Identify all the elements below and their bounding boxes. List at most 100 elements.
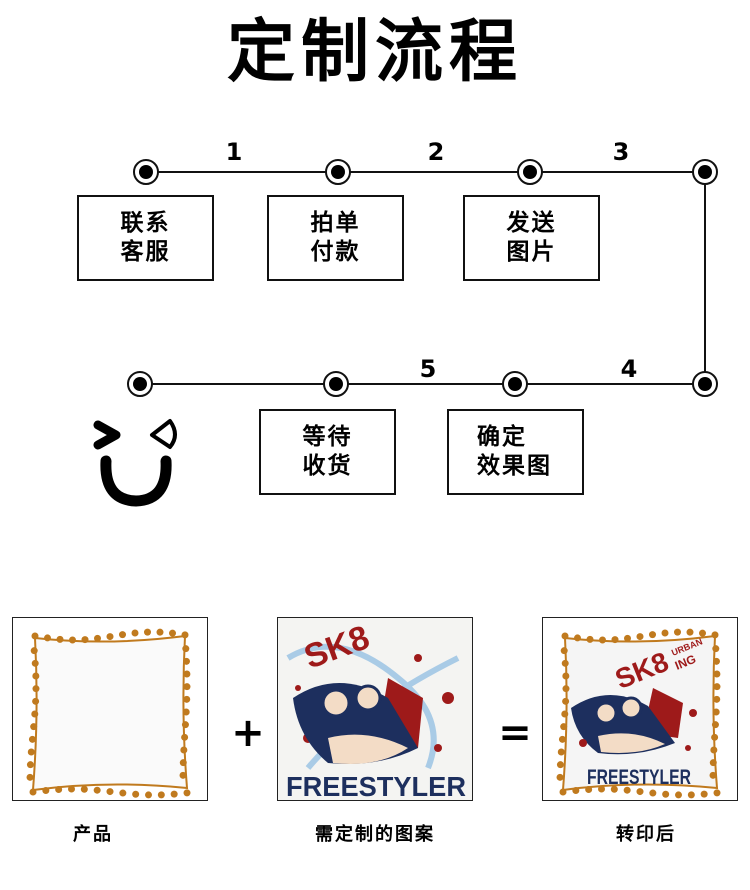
pompom <box>106 633 114 641</box>
pompom <box>557 748 565 756</box>
pompom <box>28 735 36 743</box>
route-node <box>323 371 349 397</box>
pompom <box>713 683 721 691</box>
step-number-5: 5 <box>419 355 437 383</box>
pompom <box>560 723 568 731</box>
step-number-4: 4 <box>620 355 638 383</box>
pompom <box>699 629 706 637</box>
pompom <box>712 657 720 665</box>
artwork-text-freestyler: FREESTYLER <box>587 766 691 789</box>
pompom <box>94 634 101 642</box>
step-label: 发送 <box>506 210 557 236</box>
step-label: 收货 <box>302 453 353 479</box>
pompom <box>55 785 63 793</box>
pompom <box>610 785 618 793</box>
pompom <box>711 721 719 729</box>
pompom <box>713 695 721 703</box>
pompom <box>574 634 581 642</box>
pompom <box>69 636 76 644</box>
pompom <box>56 635 64 643</box>
pompom <box>623 786 631 794</box>
route-line-right <box>704 172 706 384</box>
step-number-2: 2 <box>427 138 445 166</box>
pompom <box>556 773 564 781</box>
route-line-top <box>146 171 706 173</box>
pompom <box>81 636 89 644</box>
route-node <box>127 371 153 397</box>
pompom <box>611 636 619 644</box>
route-node <box>325 159 351 185</box>
pompom <box>106 788 114 796</box>
pompom <box>157 791 165 799</box>
pompom <box>32 672 40 680</box>
pompom <box>599 636 606 644</box>
step-box-order-pay: 拍单 付款 <box>267 195 404 281</box>
pompom <box>32 685 40 693</box>
pompom <box>183 683 191 691</box>
pompom <box>181 721 189 729</box>
pompom <box>559 788 567 796</box>
pompom <box>29 788 37 796</box>
step-label: 客服 <box>120 239 171 265</box>
pompom <box>30 647 38 655</box>
pompom <box>556 761 564 769</box>
pompom <box>170 790 178 798</box>
pompom <box>561 659 569 667</box>
step-box-await-delivery: 等待 收货 <box>259 409 396 495</box>
pompom <box>144 628 151 636</box>
step-number-3: 3 <box>612 138 630 166</box>
pompom <box>675 791 682 799</box>
design-pattern-image: SK8 FREESTYLER <box>277 617 473 801</box>
pompom <box>572 787 580 795</box>
pompom <box>26 761 34 769</box>
pompom <box>713 789 721 797</box>
smiley-face-icon <box>93 419 177 507</box>
pompom <box>181 631 189 639</box>
step-label: 图片 <box>506 239 557 265</box>
printed-pillow-image: SK8 URBAN ING FREESTYLER <box>542 617 738 801</box>
step-box-confirm-preview: 确定 效果图 <box>447 409 584 495</box>
pompom <box>562 685 570 693</box>
pompom <box>119 631 126 639</box>
pompom <box>181 733 189 741</box>
artwork-text-freestyler: FREESTYLER <box>286 771 466 801</box>
pompom <box>649 631 656 639</box>
pompom <box>661 629 669 637</box>
pompom <box>80 785 88 793</box>
caption-after-transfer: 转印后 <box>616 824 676 845</box>
route-node <box>502 371 528 397</box>
caption-custom-pattern: 需定制的图案 <box>315 824 435 845</box>
route-node <box>692 159 718 185</box>
pompom <box>649 789 657 797</box>
pompom <box>132 790 140 798</box>
step-label: 确定 <box>477 424 527 450</box>
page-title: 定制流程 <box>226 13 523 92</box>
equals-sign: = <box>498 710 532 756</box>
pompom <box>598 785 605 793</box>
route-line-bottom <box>140 383 706 385</box>
pompom <box>624 634 631 642</box>
pompom <box>180 746 188 754</box>
pompom <box>31 710 39 718</box>
pompom <box>68 785 75 793</box>
step-label: 等待 <box>302 424 353 450</box>
pompom <box>179 771 187 779</box>
plus-sign: + <box>231 710 265 756</box>
pompom <box>712 645 720 653</box>
route-node <box>517 159 543 185</box>
pompom <box>182 708 190 716</box>
step-label: 联系 <box>120 210 171 236</box>
pompom <box>586 635 594 643</box>
pompom <box>131 629 139 637</box>
pompom <box>710 746 718 754</box>
route-node <box>692 371 718 397</box>
pompom <box>711 631 719 639</box>
pompom <box>183 695 191 703</box>
pompom <box>636 633 644 641</box>
pompom <box>44 634 51 642</box>
pompom <box>183 789 191 797</box>
pompom <box>709 759 717 767</box>
step-number-1: 1 <box>225 138 243 166</box>
pompom <box>636 788 644 796</box>
